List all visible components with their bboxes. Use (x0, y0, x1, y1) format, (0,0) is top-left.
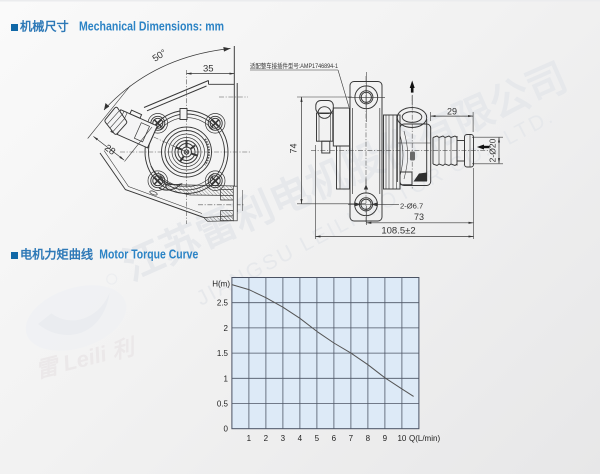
svg-text:10: 10 (397, 434, 406, 443)
svg-text:0.5: 0.5 (217, 400, 229, 409)
svg-text:2-Ø6.7: 2-Ø6.7 (400, 202, 423, 211)
svg-text:35: 35 (203, 64, 214, 75)
svg-text:7: 7 (349, 434, 354, 443)
svg-text:Mechanical Dimensions: mm: Mechanical Dimensions: mm (79, 20, 224, 34)
svg-text:2.5: 2.5 (217, 299, 229, 308)
svg-text:5: 5 (315, 434, 320, 443)
svg-text:0: 0 (224, 425, 229, 434)
svg-text:1.5: 1.5 (217, 349, 229, 358)
svg-text:适配整车接插件型号:AMP1746894-1: 适配整车接插件型号:AMP1746894-1 (250, 61, 338, 70)
svg-text:2-Ø20: 2-Ø20 (488, 138, 498, 162)
svg-text:73: 73 (414, 212, 424, 222)
svg-text:H(m): H(m) (212, 280, 230, 289)
svg-text:4: 4 (298, 434, 303, 443)
svg-text:28: 28 (102, 143, 117, 158)
svg-text:50°: 50° (151, 47, 169, 64)
svg-text:74: 74 (289, 143, 299, 153)
svg-text:9: 9 (383, 434, 388, 443)
svg-text:电机力矩曲线: 电机力矩曲线 (20, 247, 94, 262)
svg-text:Motor Torque Curve: Motor Torque Curve (99, 248, 198, 262)
svg-text:29: 29 (447, 107, 457, 117)
svg-text:机械尺寸: 机械尺寸 (20, 19, 69, 34)
svg-text:1: 1 (224, 374, 229, 383)
svg-text:2: 2 (264, 434, 269, 443)
svg-text:3: 3 (281, 434, 286, 443)
svg-text:108.5±2: 108.5±2 (381, 226, 415, 237)
svg-text:6: 6 (332, 434, 337, 443)
svg-text:2: 2 (224, 324, 229, 333)
svg-text:8: 8 (366, 434, 371, 443)
svg-text:1: 1 (247, 434, 252, 443)
svg-text:Q(L/min): Q(L/min) (409, 434, 440, 443)
